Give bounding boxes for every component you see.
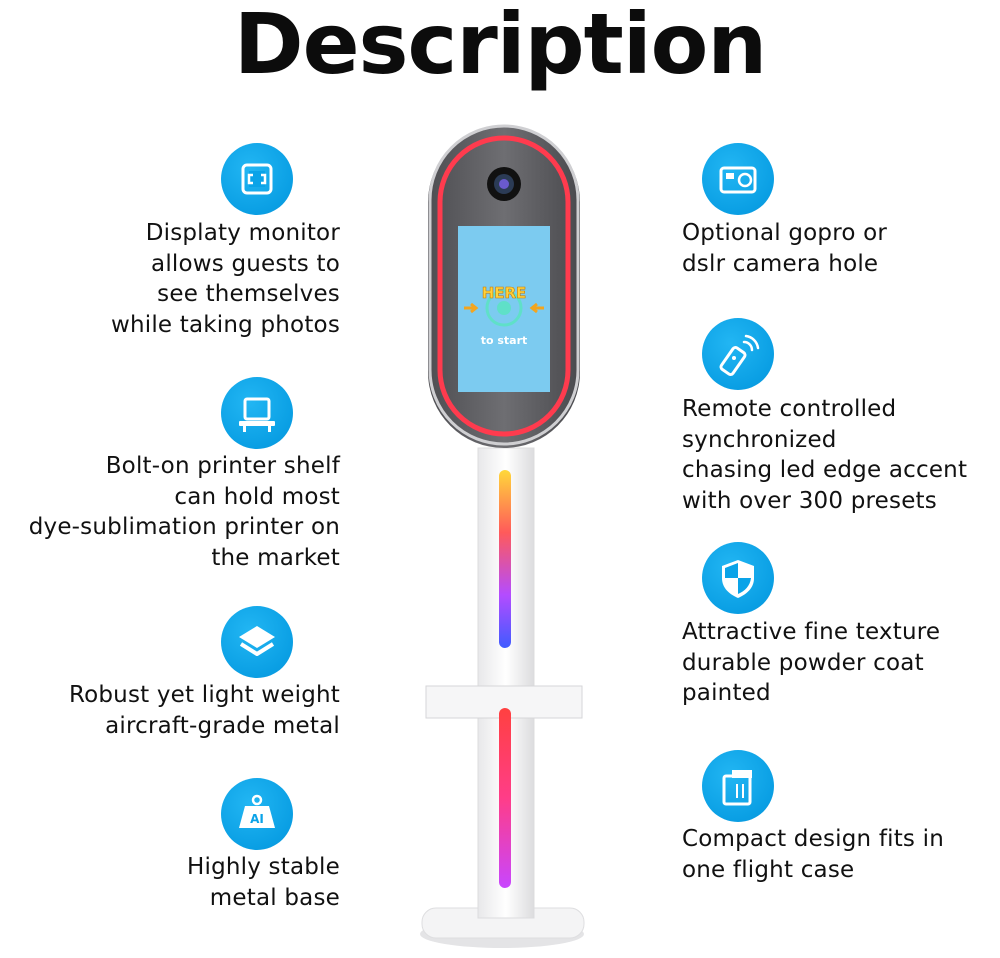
layers-icon [221,606,293,678]
feature-remote-led: Remote controlled synchronized chasing l… [682,394,1000,516]
camera-icon [702,143,774,215]
feature-text-line: Optional gopro or [682,220,888,246]
feature-text-line: durable powder coat [682,649,924,676]
feature-text-line: chasing led edge accent [682,457,968,483]
feature-display-monitor: Displaty monitor allows guests to see th… [30,218,340,340]
screen-start-text: to start [481,334,528,347]
page-title: Description [233,0,767,93]
feature-text-line: Attractive fine texture [682,619,941,645]
feature-text-line: Compact design fits in [682,826,944,852]
feature-printer-shelf: Bolt-on printer shelf can hold most dye-… [0,451,340,573]
feature-text-line: Bolt-on printer shelf [105,453,340,479]
display-screen-icon [221,143,293,215]
feature-text-line: dslr camera hole [682,250,879,277]
feature-text-line: synchronized [682,426,837,453]
feature-text-line: painted [682,680,771,706]
weight-icon: AI [221,778,293,850]
feature-text-line: with over 300 presets [682,487,937,514]
feature-text-line: aircraft-grade metal [105,712,340,739]
feature-aircraft-metal: Robust yet light weight aircraft-grade m… [20,680,340,741]
shield-icon [702,542,774,614]
feature-text-line: allows guests to [151,250,340,277]
remote-control-icon [702,318,774,390]
flight-case-icon [702,750,774,822]
feature-text-line: Remote controlled [682,396,897,422]
feature-text-line: dye-sublimation printer on [28,514,340,540]
feature-flight-case: Compact design fits in one flight case [682,824,992,885]
feature-text-line: Highly stable [186,854,340,880]
feature-text-line: can hold most [174,483,340,510]
feature-stable-base: Highly stable metal base [60,852,340,913]
feature-powder-coat: Attractive fine texture durable powder c… [682,617,992,709]
feature-text-line: Displaty monitor [145,220,340,246]
feature-text-line: metal base [209,884,340,911]
feature-text-line: the market [211,544,340,571]
screen-here-text: HERE [482,284,527,302]
feature-camera-hole: Optional gopro or dslr camera hole [682,218,992,279]
printer-shelf-icon [221,377,293,449]
feature-text-line: Robust yet light weight [68,682,340,708]
photo-booth-image: HERE to start [420,124,585,948]
weight-icon-label: AI [250,812,264,826]
feature-text-line: while taking photos [110,311,340,338]
feature-text-line: one flight case [682,856,855,883]
feature-text-line: see themselves [157,281,340,307]
